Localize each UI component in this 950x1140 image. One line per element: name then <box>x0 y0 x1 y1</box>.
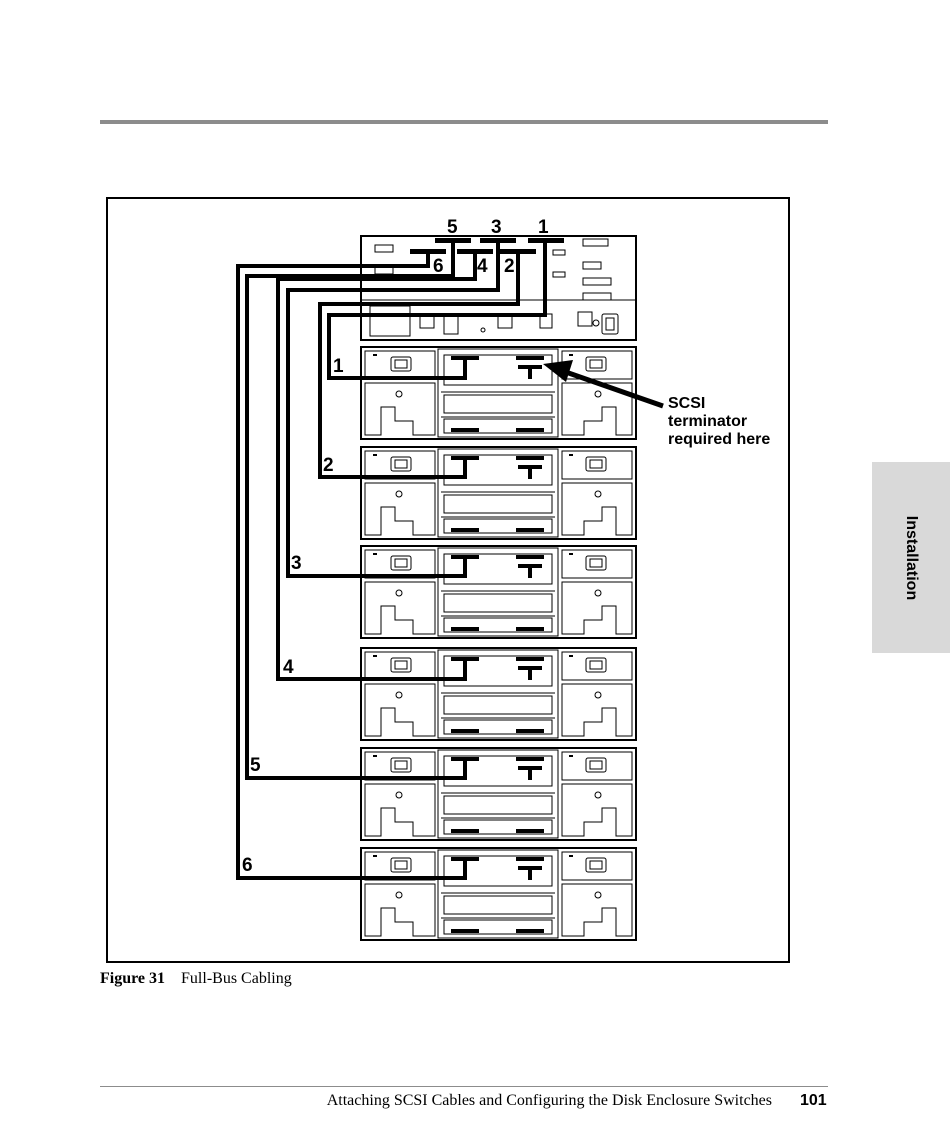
disk-enclosure-3 <box>360 545 637 639</box>
cable-3 <box>286 243 500 578</box>
section-tab[interactable]: Installation <box>872 462 950 653</box>
terminator-arrow <box>543 360 664 409</box>
scsi-cables <box>236 243 547 880</box>
bottom-rule <box>100 1086 828 1087</box>
top-rule <box>100 120 828 124</box>
enclosure-label: 2 <box>323 455 334 476</box>
cable-4 <box>276 254 477 681</box>
disk-enclosure-1 <box>360 346 637 440</box>
cable-6 <box>236 254 467 880</box>
callout-line: required here <box>668 431 770 448</box>
cable-5 <box>245 243 467 780</box>
callout-line: terminator <box>668 413 747 430</box>
enclosure-label: 1 <box>333 356 344 377</box>
cable-2 <box>318 254 520 479</box>
host-connector-label: 2 <box>504 256 515 277</box>
enclosure-label: 5 <box>250 755 261 776</box>
figure-frame <box>106 197 790 963</box>
disk-enclosure-2 <box>360 446 637 540</box>
disk-enclosure-4 <box>360 647 637 741</box>
host-connector-label: 3 <box>491 217 502 238</box>
section-tab-label: Installation <box>903 515 920 600</box>
enclosure-label: 6 <box>242 855 253 876</box>
disk-enclosure-5 <box>360 747 637 841</box>
enclosure-label: 3 <box>291 553 302 574</box>
figure-title: Full-Bus Cabling <box>181 970 292 987</box>
host-connector-label: 1 <box>538 217 549 238</box>
page-number: 101 <box>800 1092 827 1109</box>
disk-enclosure-6 <box>360 847 637 941</box>
host-connector-label: 4 <box>477 256 488 277</box>
cable-1 <box>327 243 547 380</box>
enclosure-label: 4 <box>283 657 294 678</box>
host-connector-label: 6 <box>433 256 444 277</box>
figure-number: Figure 31 <box>100 970 166 987</box>
footer-section-title: Attaching SCSI Cables and Configuring th… <box>326 1092 772 1109</box>
figure-caption: Figure 31 Full-Bus Cabling <box>100 970 292 988</box>
host-connector-label: 5 <box>447 217 458 238</box>
callout-line: SCSI <box>668 395 705 412</box>
